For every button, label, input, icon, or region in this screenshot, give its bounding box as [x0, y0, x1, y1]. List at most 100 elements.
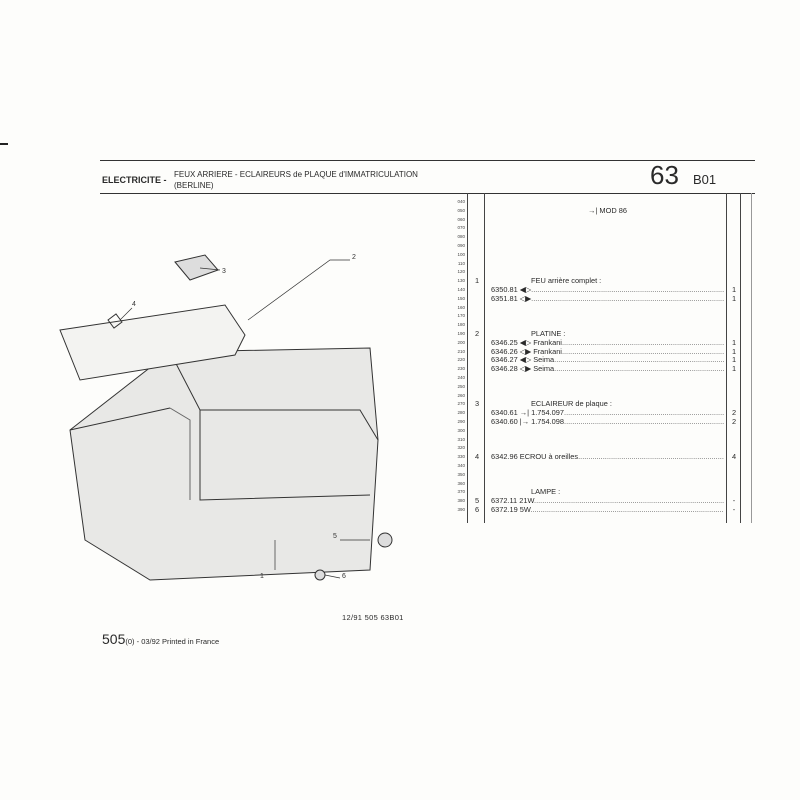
part-text: 6340.61 →| 1.754.097: [491, 408, 565, 418]
item-number: 5: [474, 496, 480, 506]
rear-lamp-lens: [69, 347, 379, 581]
line-number: 290: [457, 419, 465, 424]
callout-3: 3: [222, 268, 226, 275]
part-description: PLATINE :: [491, 329, 724, 338]
part-text: FEU arrière complet :: [531, 276, 602, 286]
callout-1: 1: [260, 573, 264, 580]
quantity: 1: [731, 346, 737, 356]
table-row: 6340.61 →| 1.754.097....................…: [470, 408, 740, 417]
leader-dots: ........................................…: [554, 355, 724, 365]
quantity: 1: [731, 293, 737, 303]
part-description: FEU arrière complet :: [491, 276, 724, 285]
col-divider: [751, 193, 752, 523]
callout-5: 5: [333, 533, 337, 540]
part-text: 6351.81 ◁▶: [491, 293, 532, 303]
table-row: 6340.60 |→ 1.754.098....................…: [470, 417, 740, 426]
part-text: 6346.26 ◁▶ Frankani: [491, 346, 562, 356]
table-row: 6346.27 ◀▷ Seima........................…: [470, 355, 740, 364]
page-title: FEUX ARRIERE - ECLAIREURS de PLAQUE d'IM…: [174, 170, 418, 190]
leader-dots: ........................................…: [534, 496, 724, 506]
plate-lamp: [174, 254, 219, 281]
part-description: 6351.81 ◁▶..............................…: [491, 294, 724, 303]
table-row: 4 6342.96 ECROU à oreilles...............…: [470, 452, 740, 461]
quantity: 1: [731, 355, 737, 365]
line-number: 320: [457, 445, 465, 451]
item-number: 3: [474, 399, 480, 409]
item-number: 2: [474, 329, 480, 338]
page-subnumber: B01: [693, 172, 717, 187]
leader-dots: ........................................…: [530, 505, 724, 514]
line-number: 080: [457, 234, 465, 240]
part-description: 6342.96 ECROU à oreilles................…: [491, 452, 724, 461]
table-row: 6346.28 ◁▶ Seima........................…: [470, 364, 740, 373]
part-description: 6340.60 |→ 1.754.098....................…: [491, 417, 724, 426]
leader-dots: ........................................…: [578, 452, 724, 462]
line-number: 250: [457, 383, 465, 389]
wing-nut: [107, 313, 123, 329]
callout-2: 2: [352, 254, 356, 261]
line-number: 230: [457, 366, 465, 372]
line-number: 100: [457, 251, 465, 257]
part-description: 6372.19 5W..............................…: [491, 505, 724, 514]
col-divider: [726, 193, 727, 523]
part-text: 6340.60 |→ 1.754.098: [491, 417, 565, 426]
header-bottom-rule: [100, 193, 755, 194]
line-number: 090: [457, 243, 465, 248]
part-text: ECLAIREUR de plaque :: [531, 399, 612, 409]
leader-dots: ........................................…: [564, 408, 724, 418]
table-row: 6346.25 ◀▷ Frankani.....................…: [470, 338, 740, 347]
line-number: 150: [457, 295, 465, 301]
quantity: 1: [731, 337, 737, 347]
item-number: 6: [474, 505, 480, 514]
line-number: 280: [457, 410, 465, 416]
lamp-holder-plate: [59, 304, 246, 381]
table-row: →| MOD 86: [470, 206, 740, 215]
col-divider: [484, 193, 485, 523]
part-text: 6350.81 ◀▷: [491, 285, 532, 294]
line-number: 170: [457, 313, 465, 319]
table-row: 2 PLATINE :: [470, 329, 740, 338]
scan-mark: [0, 143, 8, 145]
line-number: 220: [457, 357, 465, 363]
line-number: 240: [457, 375, 465, 380]
leader-dots: ........................................…: [561, 346, 724, 356]
quantity: 1: [731, 285, 737, 294]
part-text: 6342.96 ECROU à oreilles: [491, 452, 579, 462]
table-row: 6 6372.19 5W.............................…: [470, 505, 740, 514]
line-number: 200: [457, 339, 465, 345]
line-number: 370: [457, 489, 465, 495]
line-number: 110: [457, 260, 465, 266]
line-number: 380: [457, 498, 465, 504]
line-number: 330: [457, 454, 465, 460]
quantity: 4: [731, 452, 737, 462]
leader-dots: ........................................…: [531, 285, 724, 294]
part-description: 6350.81 ◀▷..............................…: [491, 285, 724, 294]
quantity: -: [732, 496, 736, 506]
quantity: -: [732, 505, 736, 514]
line-number: 350: [457, 471, 465, 477]
part-text: PLATINE :: [531, 329, 566, 338]
part-description: 6346.26 ◁▶ Frankani.....................…: [491, 347, 724, 356]
line-number: 360: [457, 480, 465, 486]
part-description: ECLAIREUR de plaque :: [491, 399, 724, 408]
part-description: LAMPE :: [491, 487, 724, 496]
quantity: 2: [731, 408, 737, 418]
line-number: 160: [457, 304, 465, 310]
line-number: 270: [457, 401, 465, 407]
part-description: 6346.25 ◀▷ Frankani.....................…: [491, 338, 724, 347]
table-row: 6350.81 ◀▷..............................…: [470, 285, 740, 294]
col-divider: [467, 193, 468, 523]
bulb-21w: [377, 532, 393, 548]
line-number: 210: [457, 348, 465, 354]
line-number: 140: [457, 287, 465, 292]
table-row: 6346.26 ◁▶ Frankani.....................…: [470, 347, 740, 356]
col-divider: [740, 193, 741, 523]
line-number: 050: [457, 207, 465, 213]
table-row: 6351.81 ◁▶..............................…: [470, 294, 740, 303]
line-number: 130: [457, 278, 465, 284]
table-row: 3 ECLAIREUR de plaque :: [470, 399, 740, 408]
part-description: 6346.27 ◀▷ Seima........................…: [491, 355, 724, 364]
leader-dots: ........................................…: [564, 417, 724, 426]
quantity: 1: [731, 364, 737, 374]
